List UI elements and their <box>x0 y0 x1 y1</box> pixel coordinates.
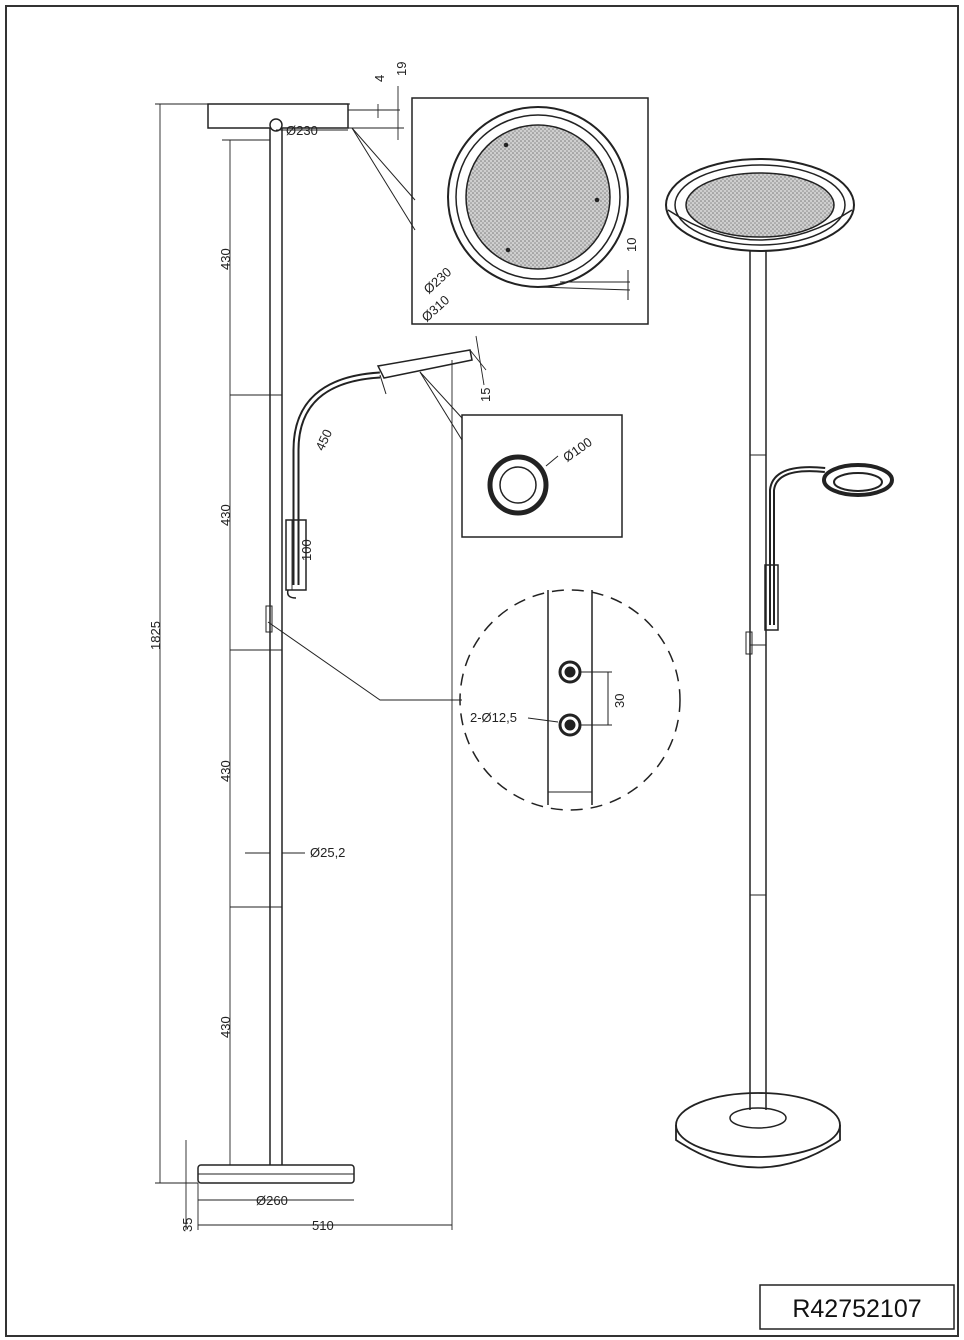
perspective-arm <box>769 466 826 625</box>
dim-base-height: 35 <box>180 1218 195 1232</box>
dim-top-19: 19 <box>394 62 409 76</box>
model-code-box <box>759 1284 955 1330</box>
switch-detail <box>267 589 681 811</box>
head-detail-frame <box>411 97 649 325</box>
dim-segment-2: 430 <box>218 504 233 526</box>
dim-detail-230: Ø230 <box>421 264 455 296</box>
elevation-labels: 4 19 Ø230 430 430 430 430 1825 450 100 1… <box>148 62 493 1233</box>
dim-switch-holes: 2-Ø12,5 <box>470 710 517 725</box>
dim-head-diameter: Ø230 <box>286 123 318 138</box>
dim-detail-10: 10 <box>624 238 639 252</box>
perspective-diffuser <box>685 172 835 238</box>
dim-top-4: 4 <box>372 75 387 82</box>
dim-spot-diameter: Ø100 <box>560 434 595 465</box>
arm-clamp <box>285 519 307 591</box>
dim-detail-310: Ø310 <box>419 292 453 324</box>
drawing-frame <box>5 5 959 1337</box>
dim-pole-diameter: Ø25,2 <box>310 845 345 860</box>
perspective-base <box>675 1092 841 1158</box>
reading-head <box>376 349 473 379</box>
dim-segment-1: 430 <box>218 248 233 270</box>
head-detail <box>351 97 649 325</box>
perspective-head-outer <box>665 158 855 252</box>
lamp-elevation <box>180 103 473 1184</box>
spot-detail <box>419 371 623 538</box>
spot-detail-frame <box>461 414 623 538</box>
dim-reach: 510 <box>312 1218 334 1233</box>
elevation-dimension-lines <box>155 86 487 1230</box>
model-code: R42752107 <box>792 1295 921 1323</box>
dim-base-diameter: Ø260 <box>256 1193 288 1208</box>
lamp-perspective <box>665 158 894 1169</box>
switch-detail-circle <box>459 589 681 811</box>
dim-spot-15: 15 <box>478 388 493 402</box>
dim-total-height: 1825 <box>148 621 163 650</box>
dim-switch-pitch: 30 <box>612 694 627 708</box>
spot-outer-ring <box>487 454 549 516</box>
dim-arm-length: 450 <box>312 427 335 453</box>
switch-marks <box>265 605 273 633</box>
head-diffuser <box>465 124 611 270</box>
dim-segment-3: 430 <box>218 760 233 782</box>
dim-arm-100: 100 <box>299 539 314 561</box>
perspective-spot <box>822 463 894 497</box>
dim-segment-4: 430 <box>218 1016 233 1038</box>
